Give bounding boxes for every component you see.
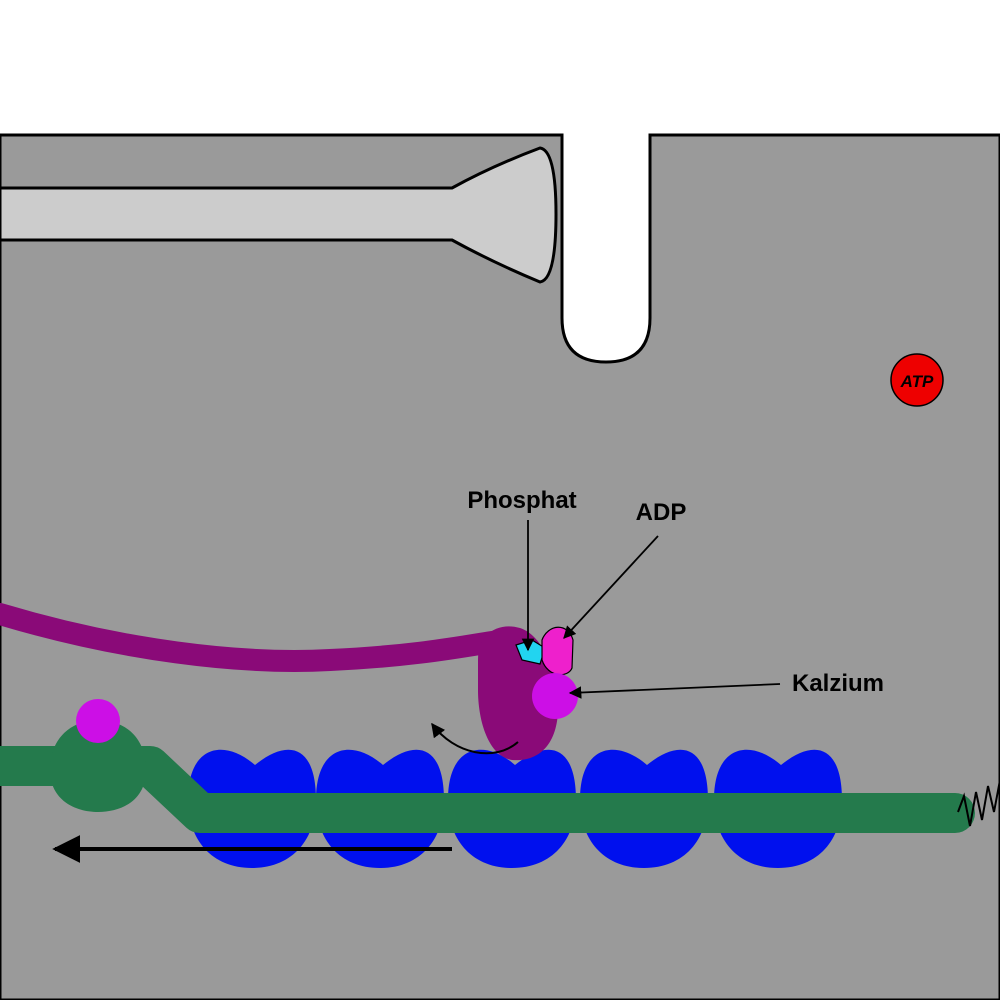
bound-calcium [76, 699, 120, 743]
spring-icon [957, 779, 1000, 827]
adp-molecule [541, 626, 574, 676]
tropomyosin-filament [0, 699, 975, 833]
curved-arrow-icon [431, 722, 519, 755]
phosphate-label: Phosphat [467, 487, 576, 514]
calcium-ion [532, 673, 578, 719]
atp-molecule: ATP [890, 353, 944, 407]
adp-pointer [563, 535, 659, 639]
tropomyosin-strand [0, 746, 975, 833]
calcium-pointer [568, 683, 781, 699]
myosin-tail [0, 603, 516, 672]
atp-label: ATP [900, 372, 934, 391]
atp-circle [890, 353, 944, 407]
adp-label: ADP [636, 499, 687, 526]
troponin-complex [50, 720, 146, 812]
vesicle-stalk [0, 146, 558, 284]
calcium-label: Kalzium [792, 670, 884, 697]
